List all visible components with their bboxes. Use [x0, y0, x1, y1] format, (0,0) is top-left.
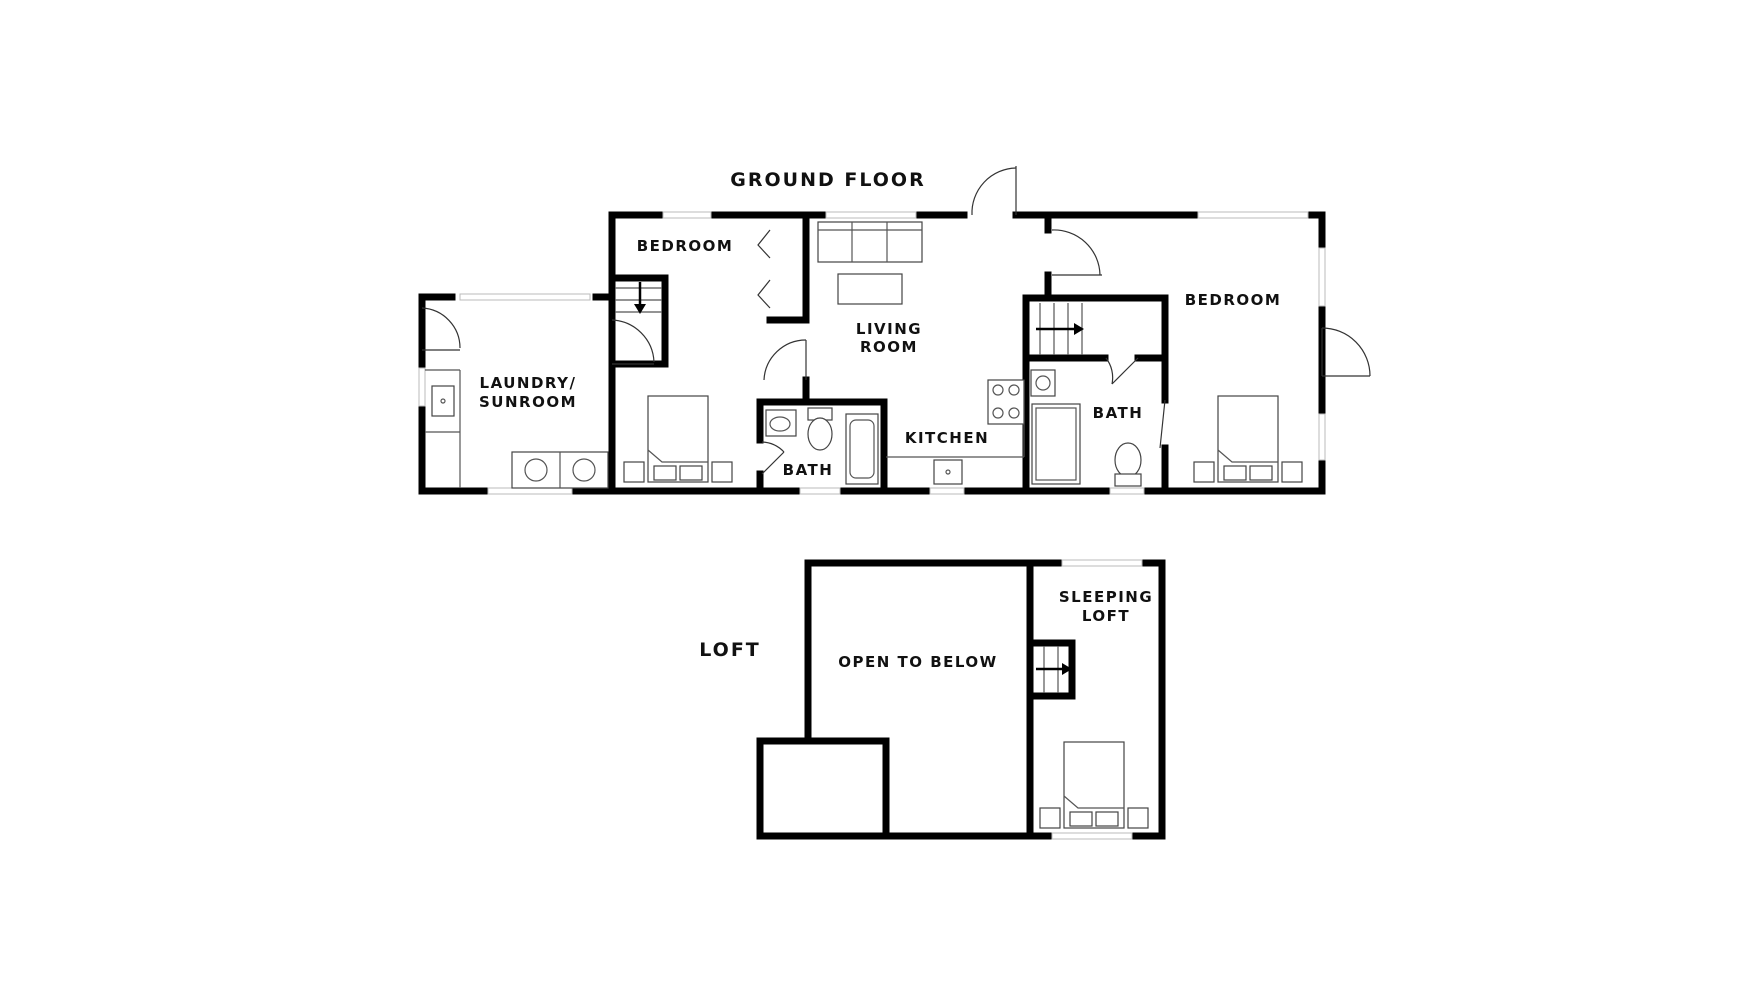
door-swing-icon — [1105, 357, 1139, 385]
stair-arrow-icon — [1036, 663, 1072, 675]
door-swing-icon — [763, 339, 807, 381]
door-swing-icon — [611, 319, 655, 365]
sleeping-loft-label-line2: LOFT — [1082, 607, 1130, 625]
sink-icon — [933, 459, 963, 485]
loft-title: LOFT — [699, 639, 761, 661]
washer-icon — [511, 451, 609, 489]
shower-icon — [1031, 403, 1081, 485]
loft-stairs — [1036, 646, 1072, 693]
door-swing-icon — [971, 166, 1017, 216]
dryer-icon — [572, 458, 596, 482]
kitchen-counter — [886, 380, 1025, 458]
laundry-counter — [425, 369, 461, 488]
closet-bifold-icon — [757, 229, 771, 309]
kitchen-label: KITCHEN — [905, 429, 989, 447]
ground-floor: GROUND FLOOR — [418, 166, 1371, 495]
bed-icon — [1193, 395, 1303, 483]
bedroom-right-label: BEDROOM — [1185, 291, 1282, 309]
sleeping-loft-label-line1: SLEEPING — [1059, 588, 1153, 606]
open-to-below-label: OPEN TO BELOW — [838, 653, 997, 671]
bedroom-left-label: BEDROOM — [637, 237, 734, 255]
toilet-icon — [1114, 442, 1142, 487]
sofa-icon — [817, 221, 923, 263]
sink-icon — [765, 409, 797, 437]
sink-icon — [1030, 369, 1056, 397]
door-swing-icon — [1051, 229, 1102, 276]
bed-icon — [1039, 741, 1149, 829]
ground-doors — [421, 166, 1371, 475]
ground-stairs-right — [1036, 303, 1084, 355]
ground-floor-title: GROUND FLOOR — [730, 169, 925, 191]
sink-icon — [431, 385, 455, 417]
stair-arrow-icon — [1036, 323, 1084, 335]
toilet-icon — [807, 407, 833, 451]
loft-walls — [756, 559, 1166, 840]
table-icon — [837, 273, 903, 305]
ground-windows — [418, 211, 1326, 495]
loft-windows — [1051, 559, 1143, 840]
living-room-label-line2: ROOM — [860, 338, 918, 356]
ground-stairs-left — [615, 282, 662, 314]
laundry-label-line1: LAUNDRY/ — [480, 374, 577, 392]
living-room-label-line1: LIVING — [856, 320, 922, 338]
bathtub-icon — [845, 413, 879, 485]
door-swing-icon — [1159, 399, 1166, 449]
door-swing-icon — [1321, 327, 1371, 377]
stair-arrow-icon — [634, 282, 646, 314]
bed-icon — [623, 395, 733, 483]
bath-left-label: BATH — [783, 461, 834, 479]
loft-floor: LOFT OPEN TO BELOW S — [699, 559, 1166, 840]
door-swing-icon — [421, 307, 461, 351]
laundry-label-line2: SUNROOM — [479, 393, 577, 411]
door-swing-icon — [761, 441, 785, 475]
stove-icon — [987, 379, 1025, 425]
bath-right-label: BATH — [1093, 404, 1144, 422]
